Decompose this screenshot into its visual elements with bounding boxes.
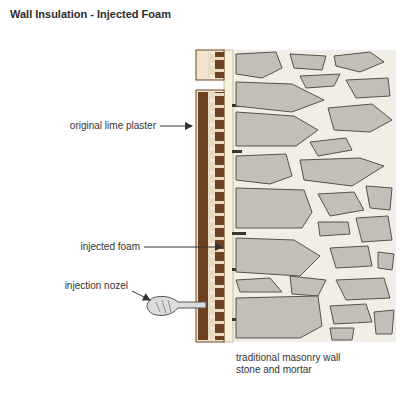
caption-label: traditional masonry wall stone and morta… [236,352,366,376]
part-label: injected foam [81,241,140,253]
part-label: injection nozel [65,280,128,292]
part-label: original lime plaster [70,120,156,132]
diagram-title: Wall Insulation - Injected Foam [10,8,171,21]
